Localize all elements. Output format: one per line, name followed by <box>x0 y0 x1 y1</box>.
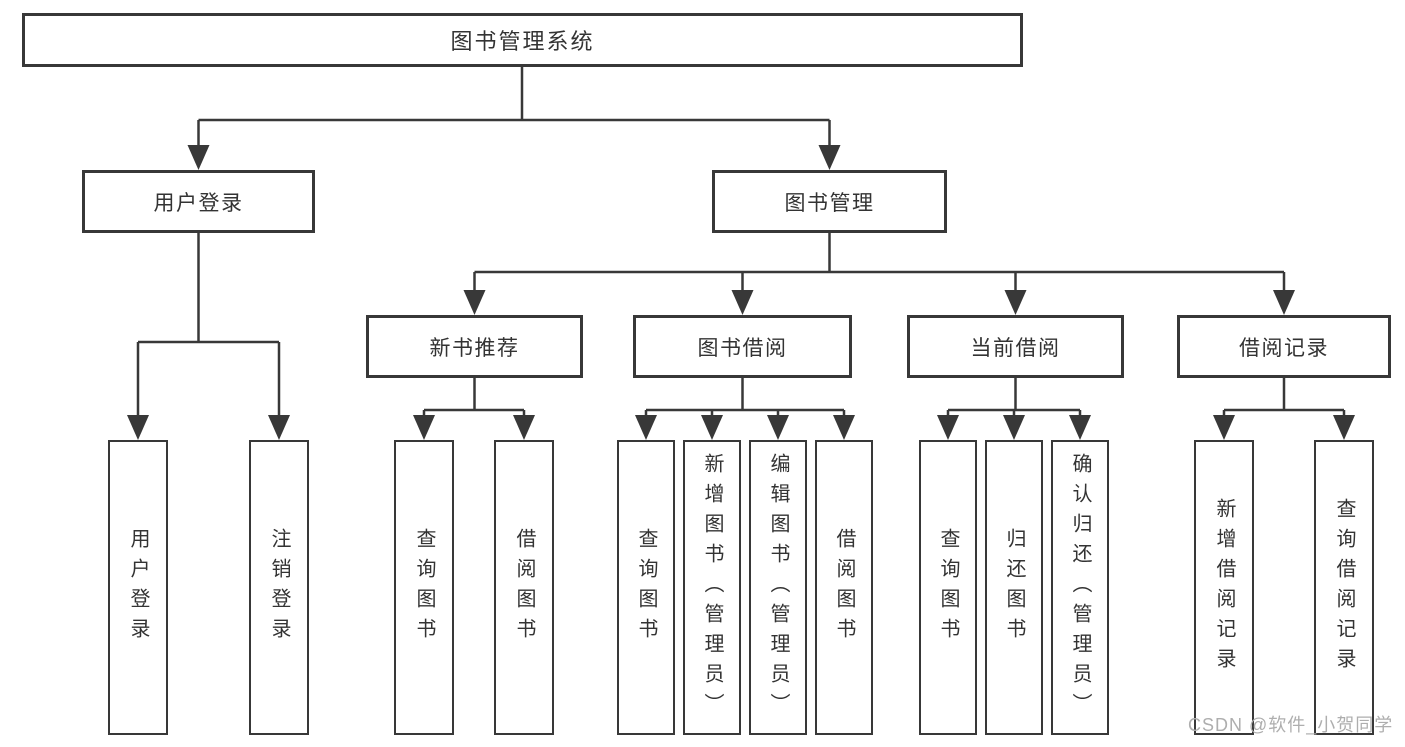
node-book-borrow: 图书借阅 <box>633 315 852 378</box>
leaf-borrow-borrow-book: 借阅图书 <box>815 440 873 735</box>
leaf-borrow-edit-book-admin: 编辑图书（管理员） <box>749 440 807 735</box>
node-user-login: 用户登录 <box>82 170 315 233</box>
leaf-newrec-query-book: 查询图书 <box>394 440 454 735</box>
node-library-system: 图书管理系统 <box>22 13 1023 67</box>
node-borrow-records: 借阅记录 <box>1177 315 1391 378</box>
leaf-borrow-query-book: 查询图书 <box>617 440 675 735</box>
node-book-management: 图书管理 <box>712 170 947 233</box>
arrowheads <box>127 145 1355 440</box>
leaf-user-login: 用户登录 <box>108 440 168 735</box>
leaf-current-query-book: 查询图书 <box>919 440 977 735</box>
leaf-current-confirm-return-admin: 确认归还（管理员） <box>1051 440 1109 735</box>
leaf-borrow-add-book-admin: 新增图书（管理员） <box>683 440 741 735</box>
node-current-borrow: 当前借阅 <box>907 315 1124 378</box>
leaf-newrec-borrow-book: 借阅图书 <box>494 440 554 735</box>
node-new-book-recommend: 新书推荐 <box>366 315 583 378</box>
leaf-records-query-record: 查询借阅记录 <box>1314 440 1374 735</box>
leaf-current-return-book: 归还图书 <box>985 440 1043 735</box>
leaf-logout: 注销登录 <box>249 440 309 735</box>
csdn-watermark: CSDN @软件_小贺同学 <box>1188 715 1394 735</box>
leaf-records-add-record: 新增借阅记录 <box>1194 440 1254 735</box>
